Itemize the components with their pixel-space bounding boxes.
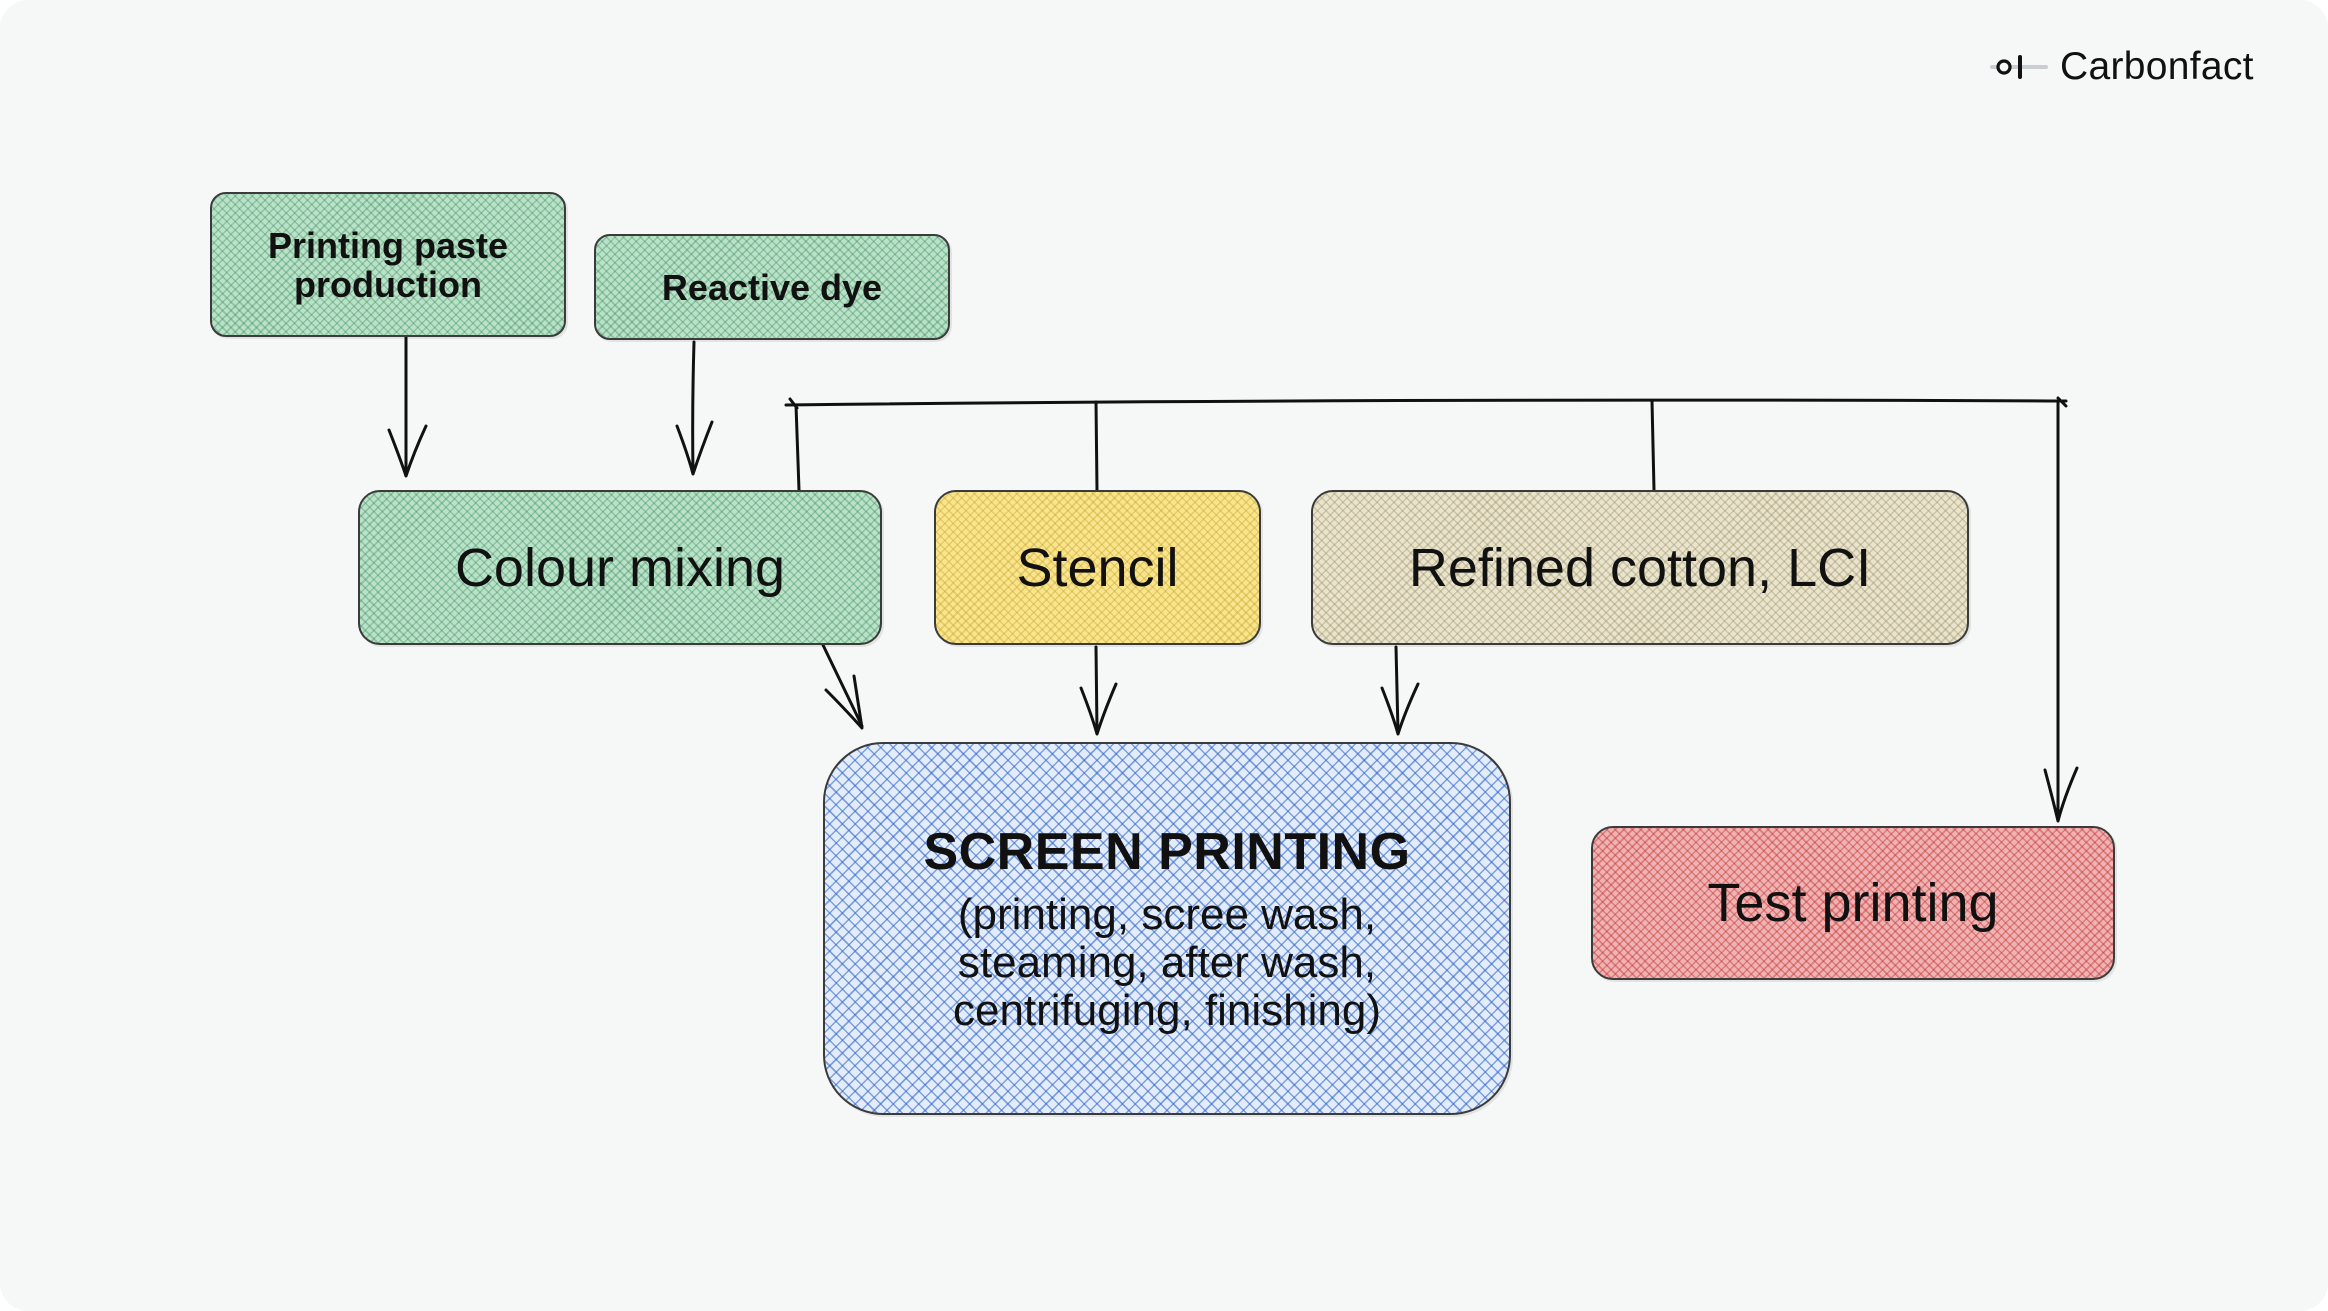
node-printing-paste-production: Printing paste production: [210, 192, 566, 337]
connector-top-bus: [784, 398, 2068, 407]
node-label: Test printing: [1707, 873, 1999, 933]
node-test-printing: Test printing: [1591, 826, 2115, 980]
arrowhead: [2043, 766, 2079, 823]
connector-bus-to-cotton: [1650, 399, 1656, 492]
connector-bus-to-colour: [794, 403, 801, 492]
brand-name: Carbonfact: [2060, 45, 2254, 88]
arrowhead: [675, 420, 714, 476]
arrowhead: [387, 424, 428, 478]
connector-dye-to-colour: [691, 340, 696, 474]
connector-cotton-to-screen: [1394, 645, 1400, 734]
connector-bus-tick: [2056, 396, 2068, 408]
node-subtitle: (printing, scree wash, steaming, after w…: [952, 889, 1381, 1035]
node-label: Reactive dye: [661, 266, 883, 308]
carbonfact-logo: Carbonfact: [1990, 42, 2290, 92]
arrowhead: [1380, 682, 1420, 736]
carbonfact-logo-icon: [1990, 55, 2048, 79]
connector-bus-to-stencil: [1094, 400, 1099, 492]
connector-stencil-to-screen: [1094, 645, 1099, 734]
node-screen-printing: SCREEN PRINTING (printing, scree wash, s…: [823, 742, 1511, 1115]
node-label: Printing paste production: [267, 224, 509, 305]
node-label: Refined cotton, LCI: [1408, 537, 1872, 598]
node-label: Colour mixing: [454, 537, 786, 598]
node-refined-cotton-lci: Refined cotton, LCI: [1311, 490, 1969, 645]
node-reactive-dye: Reactive dye: [594, 234, 950, 340]
node-label: Stencil: [1016, 537, 1179, 598]
node-colour-mixing: Colour mixing: [358, 490, 882, 645]
node-stencil: Stencil: [934, 490, 1261, 645]
connector-colour-to-screen: [821, 643, 864, 728]
arrowhead: [1079, 682, 1118, 736]
node-title: SCREEN PRINTING: [923, 822, 1411, 881]
arrowhead: [824, 674, 864, 730]
